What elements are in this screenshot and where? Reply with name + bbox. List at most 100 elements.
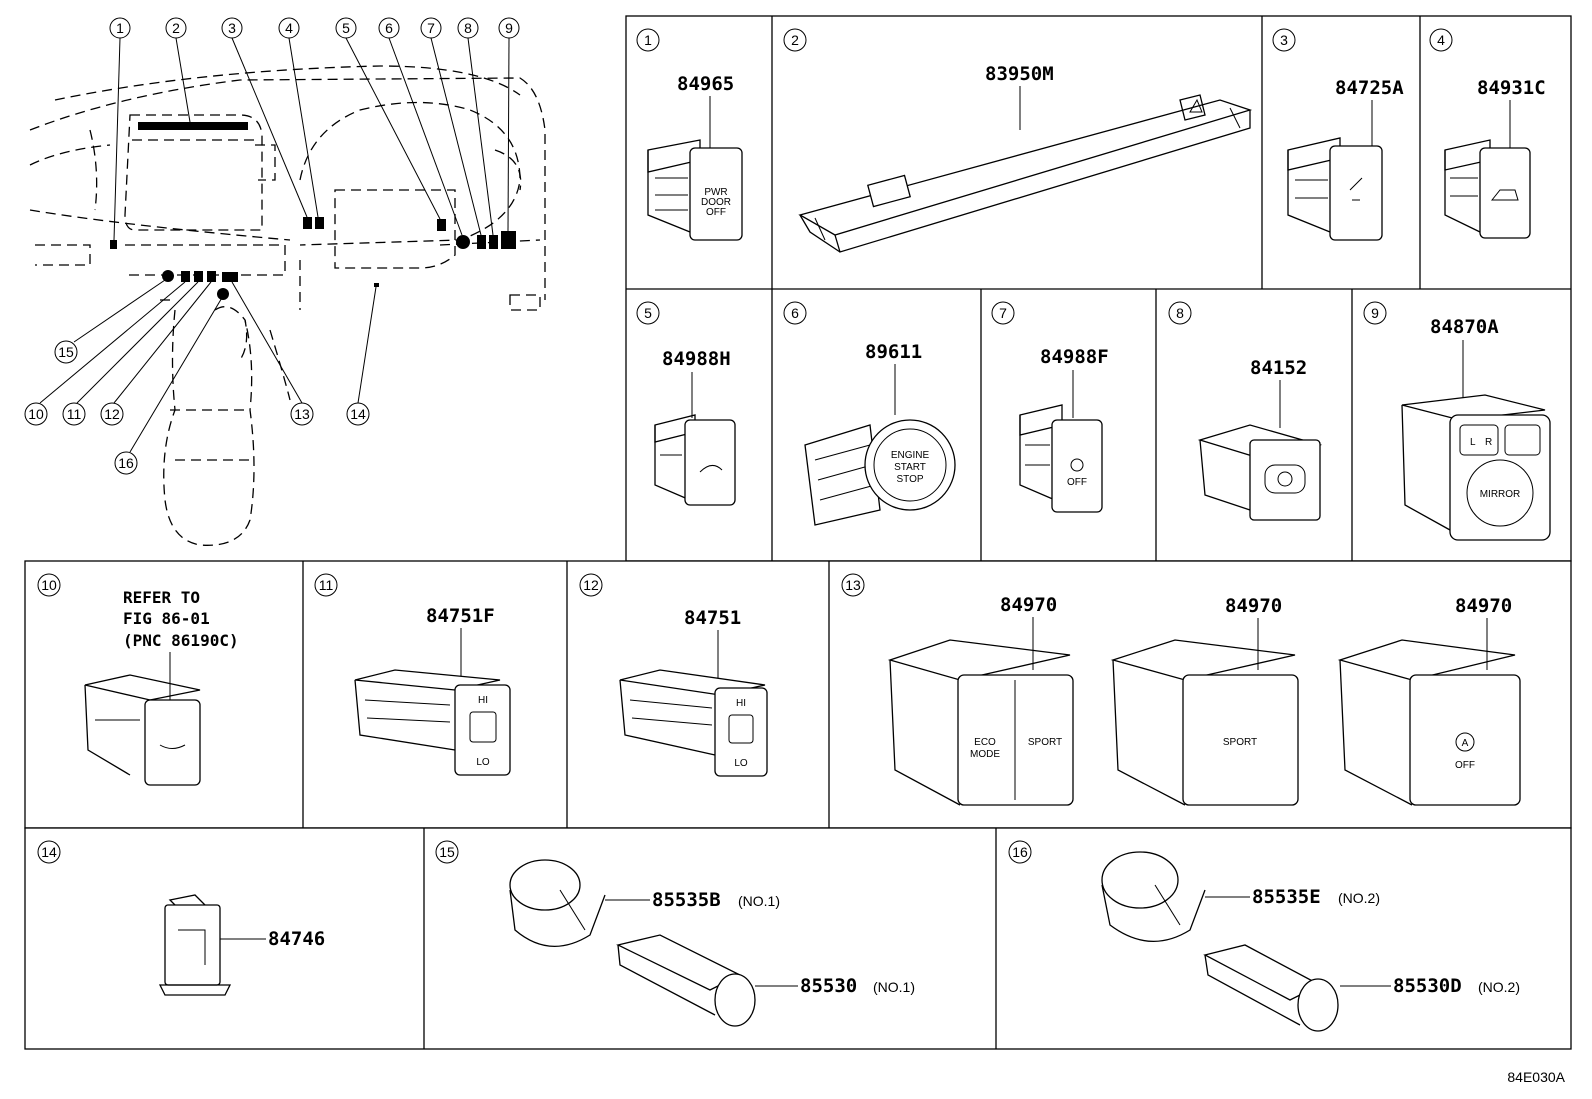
switch-label: DOOR [701,197,731,208]
cell-12: 12 84751 HI LO [579,573,768,777]
switch-ref-86190C [84,674,201,786]
switch-84988F: OFF [1019,404,1103,513]
clock-assembly-83950M [798,94,1253,253]
part-note: (NO.1) [738,893,780,909]
part-number: 84970 [1000,594,1057,616]
seat-heater-switch-84751: HI LO [619,669,768,777]
power-outlet-85530 [616,934,756,1027]
switch-label: MODE [970,749,1000,760]
cell-1: 1 84965 PWR DOOR OFF [636,28,743,241]
cell-15: 15 85535B (NO.1) 85530 (NO.1) [435,840,915,1027]
cell-number-badge [37,840,61,864]
overview-callout-label: 9 [505,20,513,36]
dashboard-overview [29,37,546,546]
switch-label: SPORT [1223,737,1257,748]
part-number: 84725A [1335,77,1404,99]
cell-number: 8 [1176,305,1184,321]
part-note: (NO.1) [873,979,915,995]
auto-off-switch: A OFF [1337,639,1521,806]
cell-number: 7 [999,305,1007,321]
overview-callout-label: 7 [427,20,435,36]
cell-number: 14 [41,844,57,860]
switch-84725A [1287,137,1383,241]
switch-84988H [654,414,736,506]
cell-number: 12 [583,577,599,593]
cell-number: 13 [845,577,861,593]
overview-callout-label: 15 [58,344,74,360]
switch-84931C [1444,139,1531,239]
overview-callout [109,17,131,39]
start-stop-button-89611: ENGINE START STOP [804,419,956,526]
part-number: 85530D [1393,975,1462,997]
switch-label: OFF [706,207,726,218]
cell-8: 8 84152 [1168,301,1323,521]
cell-number-badge [579,573,603,597]
switch-label: SPORT [1028,737,1062,748]
cell-number-badge [1363,301,1387,325]
cell-number-badge [636,28,660,52]
power-outlet-85530D [1203,944,1339,1032]
switch-label: START [894,462,926,473]
sport-switch: SPORT [1110,639,1299,806]
part-note: (NO.2) [1478,979,1520,995]
cell-number-badge [1008,840,1032,864]
reference-note: REFER TO [123,588,200,607]
cell-number: 2 [791,32,799,48]
cell-number: 4 [1437,32,1445,48]
reference-note: (PNC 86190C) [123,631,239,650]
cell-number: 5 [644,305,652,321]
cell-number: 6 [791,305,799,321]
seat-heater-switch-84751F: HI LO [354,669,511,776]
overview-callout-label: 2 [172,20,180,36]
overview-callout-label: 12 [104,406,120,422]
overview-callout-label: 5 [342,20,350,36]
part-number: 84751F [426,605,495,627]
switch-84965: PWR DOOR OFF [647,139,743,241]
switch-label: ENGINE [891,450,930,461]
cell-7: 7 84988F OFF [991,301,1109,513]
cell-6: 6 89611 ENGINE START STOP [783,301,956,526]
part-number: 84970 [1225,595,1282,617]
cell-number-badge [37,573,61,597]
overview-callout-label: 1 [116,20,124,36]
eco-sport-switch: ECO MODE SPORT [887,639,1074,806]
cell-number: 16 [1012,844,1028,860]
cell-13: 13 84970 84970 84970 ECO MODE SPORT SPOR… [841,573,1521,806]
cell-number-badge [314,573,338,597]
cell-10: 10 REFER TO FIG 86-01 (PNC 86190C) [37,573,239,786]
diagram-code: 84E030A [1507,1069,1565,1085]
overview-callout-label: 4 [285,20,293,36]
switch-label: OFF [1067,477,1087,488]
part-number: 84931C [1477,77,1546,99]
overview-callout-label: 6 [385,20,393,36]
cell-number: 15 [439,844,455,860]
cell-14: 14 84746 [37,840,325,996]
cell-number: 1 [644,32,652,48]
cell-number-badge [991,301,1015,325]
switch-label: MIRROR [1480,489,1521,500]
switch-label: PWR [704,187,727,198]
cell-number-badge [435,840,459,864]
part-number: 84746 [268,928,325,950]
mirror-switch-84870A: L R MIRROR [1401,394,1551,541]
reference-note: FIG 86-01 [123,609,210,628]
part-number: 89611 [865,341,922,363]
overview-callout-label: 10 [28,406,44,422]
part-number: 84970 [1455,595,1512,617]
switch-84152 [1197,424,1323,521]
cell-16: 16 85535E (NO.2) 85530D (NO.2) [1008,840,1520,1032]
overview-callout-label: 16 [118,455,134,471]
switch-label: OFF [1455,760,1475,771]
overview-callouts: 1 2 3 4 5 6 7 8 9 15 10 11 12 13 14 16 [24,17,520,475]
cell-number-badge [783,28,807,52]
cell-number: 10 [41,577,57,593]
cell-11: 11 84751F HI LO [314,573,511,776]
switch-label: HI [736,698,746,709]
part-number: 83950M [985,63,1054,85]
part-number: 84965 [677,73,734,95]
switch-label: L [1470,437,1476,448]
cell-5: 5 84988H [636,301,736,506]
cell-number-badge [1429,28,1453,52]
switch-label: LO [734,758,748,769]
